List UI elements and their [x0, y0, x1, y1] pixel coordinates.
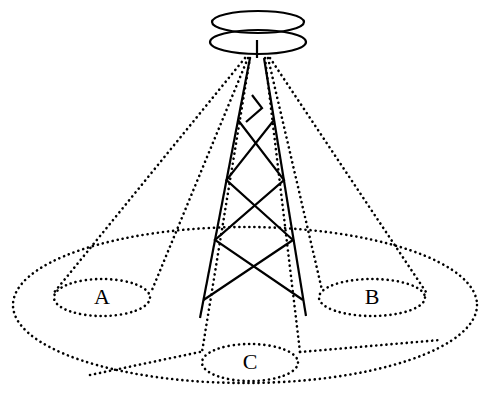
- zone-ellipse: [319, 279, 425, 316]
- beam-line: [202, 58, 250, 352]
- zone-label: A: [94, 286, 110, 308]
- coverage-zone: A: [52, 277, 152, 318]
- beam-line: [270, 58, 428, 295]
- zone-label: C: [243, 351, 258, 373]
- beam-line: [152, 58, 248, 290]
- zone-label: B: [365, 286, 380, 308]
- beam-line: [300, 340, 440, 352]
- zone-ellipse: [54, 279, 150, 316]
- beam-line: [90, 352, 200, 375]
- coverage-area: [13, 227, 477, 383]
- zone-ellipse: [202, 344, 298, 381]
- tower-lattice: [204, 120, 294, 300]
- tower-lattice: [246, 95, 262, 122]
- tower-leg: [200, 58, 250, 318]
- antenna-ring: [212, 11, 304, 33]
- antenna-mast: [256, 40, 258, 58]
- coverage-zone: B: [317, 277, 427, 318]
- coverage-zone: C: [200, 342, 300, 383]
